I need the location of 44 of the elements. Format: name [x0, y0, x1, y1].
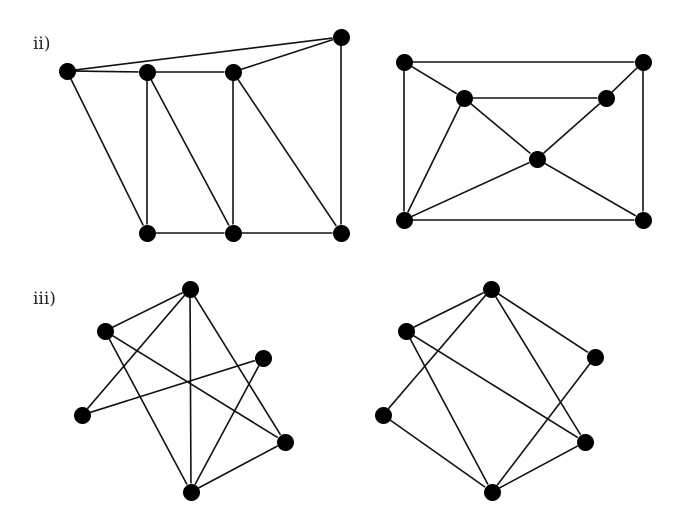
graph-edge — [146, 80, 148, 224]
graph-edge — [150, 79, 230, 226]
part-label: ii) — [33, 34, 51, 54]
graph-edge — [410, 66, 458, 94]
graph-edge — [411, 162, 530, 218]
graph-edge — [112, 292, 183, 328]
graph-edge — [544, 162, 636, 216]
graph-edge — [412, 334, 578, 438]
graph-edge — [612, 67, 638, 93]
graph-edge — [470, 102, 531, 154]
graph-edge — [412, 61, 634, 63]
graph-edge — [198, 445, 278, 489]
graph-edge — [112, 334, 278, 438]
graph-edge — [642, 70, 644, 212]
graph-edge — [70, 78, 144, 226]
graph-edge — [494, 296, 582, 436]
graph-edge — [498, 292, 588, 354]
graph-edge — [388, 294, 486, 410]
graph-edge — [340, 46, 342, 224]
graph-edge — [108, 338, 188, 485]
graph-edge — [194, 296, 282, 436]
graph-edge — [496, 363, 590, 486]
graph-edge — [542, 103, 600, 154]
graph-edge — [409, 338, 489, 485]
graph-edge — [189, 298, 192, 484]
graph-edge — [413, 292, 484, 328]
graph-edge — [194, 365, 260, 485]
graph-edge — [407, 105, 461, 213]
graph-edge — [75, 37, 333, 71]
graph-edge — [242, 232, 332, 234]
graph-edge — [499, 445, 578, 489]
graph-edge — [232, 80, 234, 224]
part-label: iii) — [33, 289, 56, 309]
graph-edge — [389, 419, 486, 488]
graph-edge — [403, 70, 405, 212]
graph-edge — [240, 38, 334, 70]
graph-edge — [156, 71, 224, 73]
graph-edge — [75, 70, 139, 73]
graph-edge — [156, 232, 224, 234]
graph-edge — [472, 97, 598, 99]
graph-edge — [412, 219, 634, 221]
graph-edge — [90, 360, 256, 414]
graph-edge — [237, 78, 337, 226]
graph-edge — [86, 294, 186, 410]
